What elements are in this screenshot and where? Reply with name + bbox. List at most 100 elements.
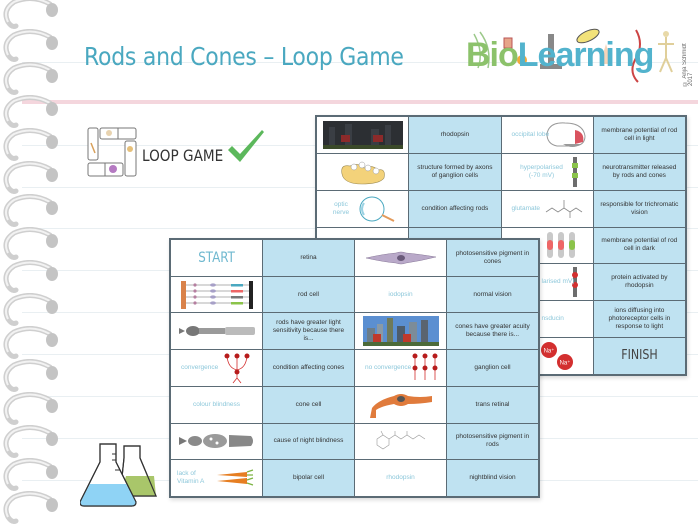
card-cell-answer: nightblind vision (447, 460, 538, 496)
card-cell-answer: membrane potential of rod cell in light (593, 117, 685, 153)
sodium-ions-icon: Na⁺ Na⁺ (541, 342, 574, 371)
card-cell-clue: convergence (171, 350, 262, 386)
brain-icon (546, 122, 586, 147)
spiral-ring-icon (2, 95, 60, 131)
city-day-image (362, 316, 439, 347)
spiral-ring-icon (2, 0, 60, 32)
clue-label: rhodopsin (386, 474, 415, 482)
spiral-ring-icon (2, 227, 60, 263)
logo-bio: Bio (466, 36, 519, 74)
bipolar-cell-icon (365, 251, 436, 265)
card-cell-answer: structure formed by axons of ganglion ce… (409, 153, 501, 190)
card-cell-answer: membrane potential of rod cell in dark (593, 227, 685, 264)
card-cell-clue: rhodopsin (355, 460, 446, 496)
card-cell-image (171, 423, 262, 460)
logo-wordmark: BioLearning (466, 36, 655, 75)
spiral-ring-icon (2, 326, 60, 362)
card-cell-image (355, 240, 446, 276)
flasks-icon (79, 440, 160, 508)
card-cell-image (171, 276, 262, 313)
molecule-icon (545, 199, 583, 218)
ganglion-cell-icon (369, 393, 432, 418)
rod-cell-icon (572, 156, 579, 187)
spiral-ring-icon (2, 62, 60, 98)
clue-label: glutamate (511, 204, 541, 212)
eye-icon (359, 196, 395, 222)
start-cell: START (171, 240, 262, 276)
checkmark-icon (226, 130, 266, 166)
logo-illustrations-icon (473, 28, 674, 83)
card-cell-answer: photosensitive pigment in cones (447, 240, 538, 276)
card-cell-clue: glutamate (501, 190, 593, 227)
start-label: START (198, 249, 235, 266)
optic-disc-image (341, 161, 385, 185)
card-cell-answer: condition affecting cones (263, 350, 354, 386)
card-cell-clue: colour blindness (171, 386, 262, 423)
card-cell-answer: photosensitive pigment in rods (447, 423, 538, 460)
card-cell-answer: rod cell (263, 276, 354, 313)
card-cell-image (171, 313, 262, 350)
card-cell-answer: cone cell (263, 386, 354, 423)
cone-cell-icon (178, 434, 253, 449)
clue-label: colour blindness (193, 400, 240, 408)
ruled-line (22, 62, 698, 63)
retinal-molecule-icon (376, 431, 425, 450)
svg-text:Na⁺: Na⁺ (544, 348, 555, 355)
card-cell-answer: responsible for trichromatic vision (593, 190, 685, 227)
header-divider (22, 100, 698, 104)
logo-learning: Learning (517, 36, 655, 74)
spiral-ring-icon (2, 458, 60, 494)
loop-game-icon (87, 127, 137, 177)
card-cell-answer: neurotransmitter released by rods and co… (593, 153, 685, 190)
spiral-ring-icon (2, 293, 60, 329)
card-cell-clue: occipital lobe (501, 117, 593, 153)
loop-card-front: START retina photosensitive pigment in c… (169, 238, 540, 498)
spiral-ring-icon (2, 425, 60, 461)
card-cell-answer: cause of night blindness (263, 423, 354, 460)
convergence-icon (224, 353, 249, 384)
card-cell-answer: ganglion cell (447, 350, 538, 386)
page-title: Rods and Cones – Loop Game (84, 42, 404, 71)
card-cell-answer: retina (263, 240, 354, 276)
card-cell-answer: protein activated by rhodopsin (593, 264, 685, 301)
spiral-ring-icon (2, 392, 60, 428)
card-cell-answer: condition affecting rods (409, 190, 501, 227)
card-cell-image (355, 313, 446, 350)
clue-label: nsducin (541, 315, 564, 323)
city-night-image (322, 120, 403, 149)
spiral-ring-icon (2, 359, 60, 395)
finish-label: FINISH (621, 348, 658, 364)
clue-label: occipital lobe (511, 130, 550, 138)
spiral-ring-icon (2, 194, 60, 230)
no-convergence-icon (412, 353, 437, 380)
spiral-ring-icon (2, 128, 60, 164)
clue-label: no convergence (365, 363, 412, 371)
clue-label: iodopsin (388, 290, 413, 298)
card-cell-image (317, 153, 409, 190)
spiral-ring-icon (2, 161, 60, 197)
rod-cell-icon (572, 267, 579, 298)
logo-copyright: © Anja Schmidt 2017 (682, 43, 694, 86)
finish-cell: FINISH (593, 338, 685, 374)
clue-label: optic nerve (332, 200, 350, 216)
spiral-ring-icon (2, 29, 60, 65)
carrots-icon (216, 469, 253, 486)
rod-cell-long-icon (178, 326, 255, 337)
svg-text:Na⁺: Na⁺ (560, 360, 571, 367)
card-cell-answer: normal vision (447, 276, 538, 313)
card-cell-clue: lack of Vitamin A (171, 460, 262, 496)
clue-label: hyperpolarised (-70 mV) (520, 163, 563, 179)
card-cell-clue: iodopsin (355, 276, 446, 313)
retina-layers-icon (180, 280, 253, 309)
card-cell-answer: rhodopsin (409, 117, 501, 153)
card-cell-answer: cones have greater acuity because there … (447, 313, 538, 350)
spiral-binding (0, 0, 60, 524)
card-cell-clue: no convergence (355, 350, 446, 386)
card-cell-clue: optic nerve (317, 190, 409, 227)
clue-label: larised mV) (541, 278, 575, 286)
card-cell-image (355, 423, 446, 460)
card-cell-answer: rods have greater light sensitivity beca… (263, 313, 354, 350)
biolearning-logo: BioLearning © Anja Schmidt 2017 (466, 24, 694, 86)
card-cell-answer: trans retinal (447, 386, 538, 423)
card-cell-answer: bipolar cell (263, 460, 354, 496)
